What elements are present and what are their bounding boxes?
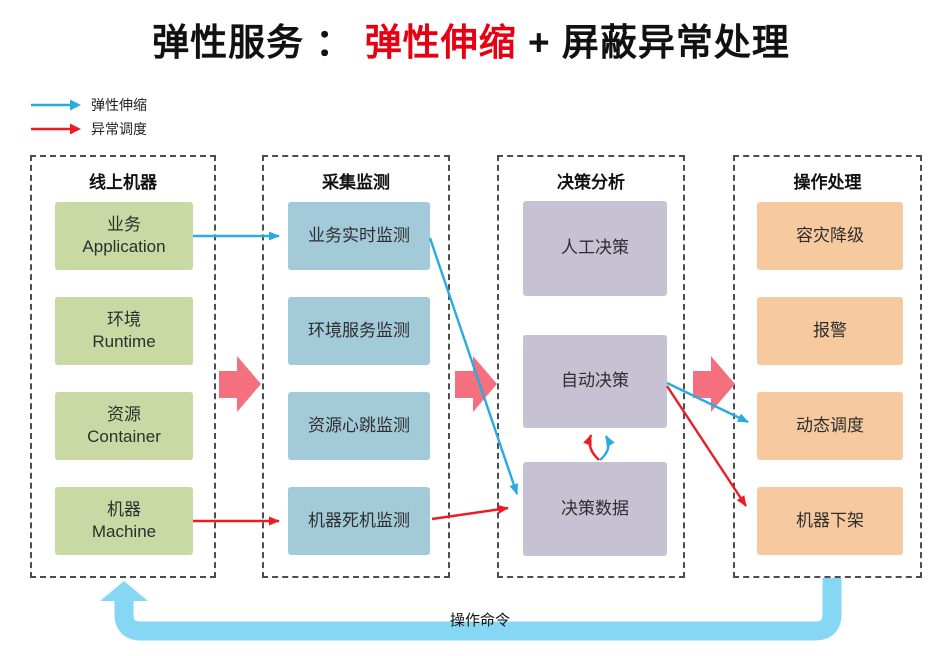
box-label-en: Application <box>82 237 166 256</box>
box-label-en: Container <box>87 427 161 446</box>
title-highlight: 弹性伸缩 <box>364 22 517 63</box>
feedback-pipe-arrowhead-icon <box>100 581 148 601</box>
stage-arrow-2 <box>455 356 497 412</box>
box-label: 动态调度 <box>796 415 864 435</box>
column-header: 采集监测 <box>322 173 390 192</box>
column-header: 决策分析 <box>557 173 625 192</box>
box-label: 机器死机监测 <box>308 510 410 530</box>
box-label: 自动决策 <box>561 371 629 391</box>
box-machine-offline: 机器下架 <box>757 487 903 555</box>
column-header: 线上机器 <box>89 173 157 192</box>
legend-label-elastic: 弹性伸缩 <box>91 96 147 113</box>
title-suffix: + 屏蔽异常处理 <box>516 22 790 63</box>
box-disaster-downgrade: 容灾降级 <box>757 202 903 270</box>
box-label: 环境服务监测 <box>308 320 410 340</box>
box-auto-decision: 自动决策 <box>523 335 667 428</box>
box-label: 容灾降级 <box>796 225 864 245</box>
box-label-en: Runtime <box>92 332 156 351</box>
arrow-right-icon <box>31 123 81 134</box>
box-alarm: 报警 <box>757 297 903 365</box>
box-machine: 机器 Machine <box>55 487 193 555</box>
box-label: 人工决策 <box>561 238 629 258</box>
box-label-en: Machine <box>91 522 157 541</box>
box-label: 业务实时监测 <box>308 225 410 245</box>
arrow-right-icon <box>31 99 81 110</box>
stage-arrow-3 <box>693 356 735 412</box>
page-title: 弹性服务 ： 弹性伸缩 + 屏蔽异常处理 <box>0 12 942 66</box>
box-label: 资源心跳监测 <box>308 415 410 435</box>
stage-arrow-1 <box>219 356 261 412</box>
title-prefix: 弹性服务 ： <box>152 22 365 63</box>
column-header: 操作处理 <box>793 173 862 192</box>
box-env-service-monitor: 环境服务监测 <box>288 297 430 365</box>
box-label-cn: 机器 <box>107 499 141 519</box>
box-manual-decision: 人工决策 <box>523 201 667 296</box>
box-label: 报警 <box>813 320 847 340</box>
box-machine-crash-monitor: 机器死机监测 <box>288 487 430 555</box>
box-container: 资源 Container <box>55 392 193 460</box>
box-app-realtime-monitor: 业务实时监测 <box>288 202 430 270</box>
box-label: 机器下架 <box>796 510 864 530</box>
box-decision-data: 决策数据 <box>523 462 667 556</box>
box-dynamic-schedule: 动态调度 <box>757 392 903 460</box>
box-resource-heartbeat-monitor: 资源心跳监测 <box>288 392 430 460</box>
legend-label-exception: 异常调度 <box>91 120 147 137</box>
box-label-cn: 业务 <box>107 214 141 234</box>
box-application: 业务 Application <box>55 202 193 270</box>
box-label-cn: 环境 <box>107 309 141 329</box>
column-online-machines: 线上机器 <box>30 155 216 578</box>
legend: 弹性伸缩 异常调度 <box>30 94 147 139</box>
legend-item-exception: 异常调度 <box>30 118 147 139</box>
box-label-cn: 资源 <box>107 404 141 424</box>
box-runtime: 环境 Runtime <box>55 297 193 365</box>
legend-item-elastic: 弹性伸缩 <box>30 94 147 115</box>
feedback-label: 操作命令 <box>449 612 510 629</box>
box-label: 决策数据 <box>561 498 629 518</box>
